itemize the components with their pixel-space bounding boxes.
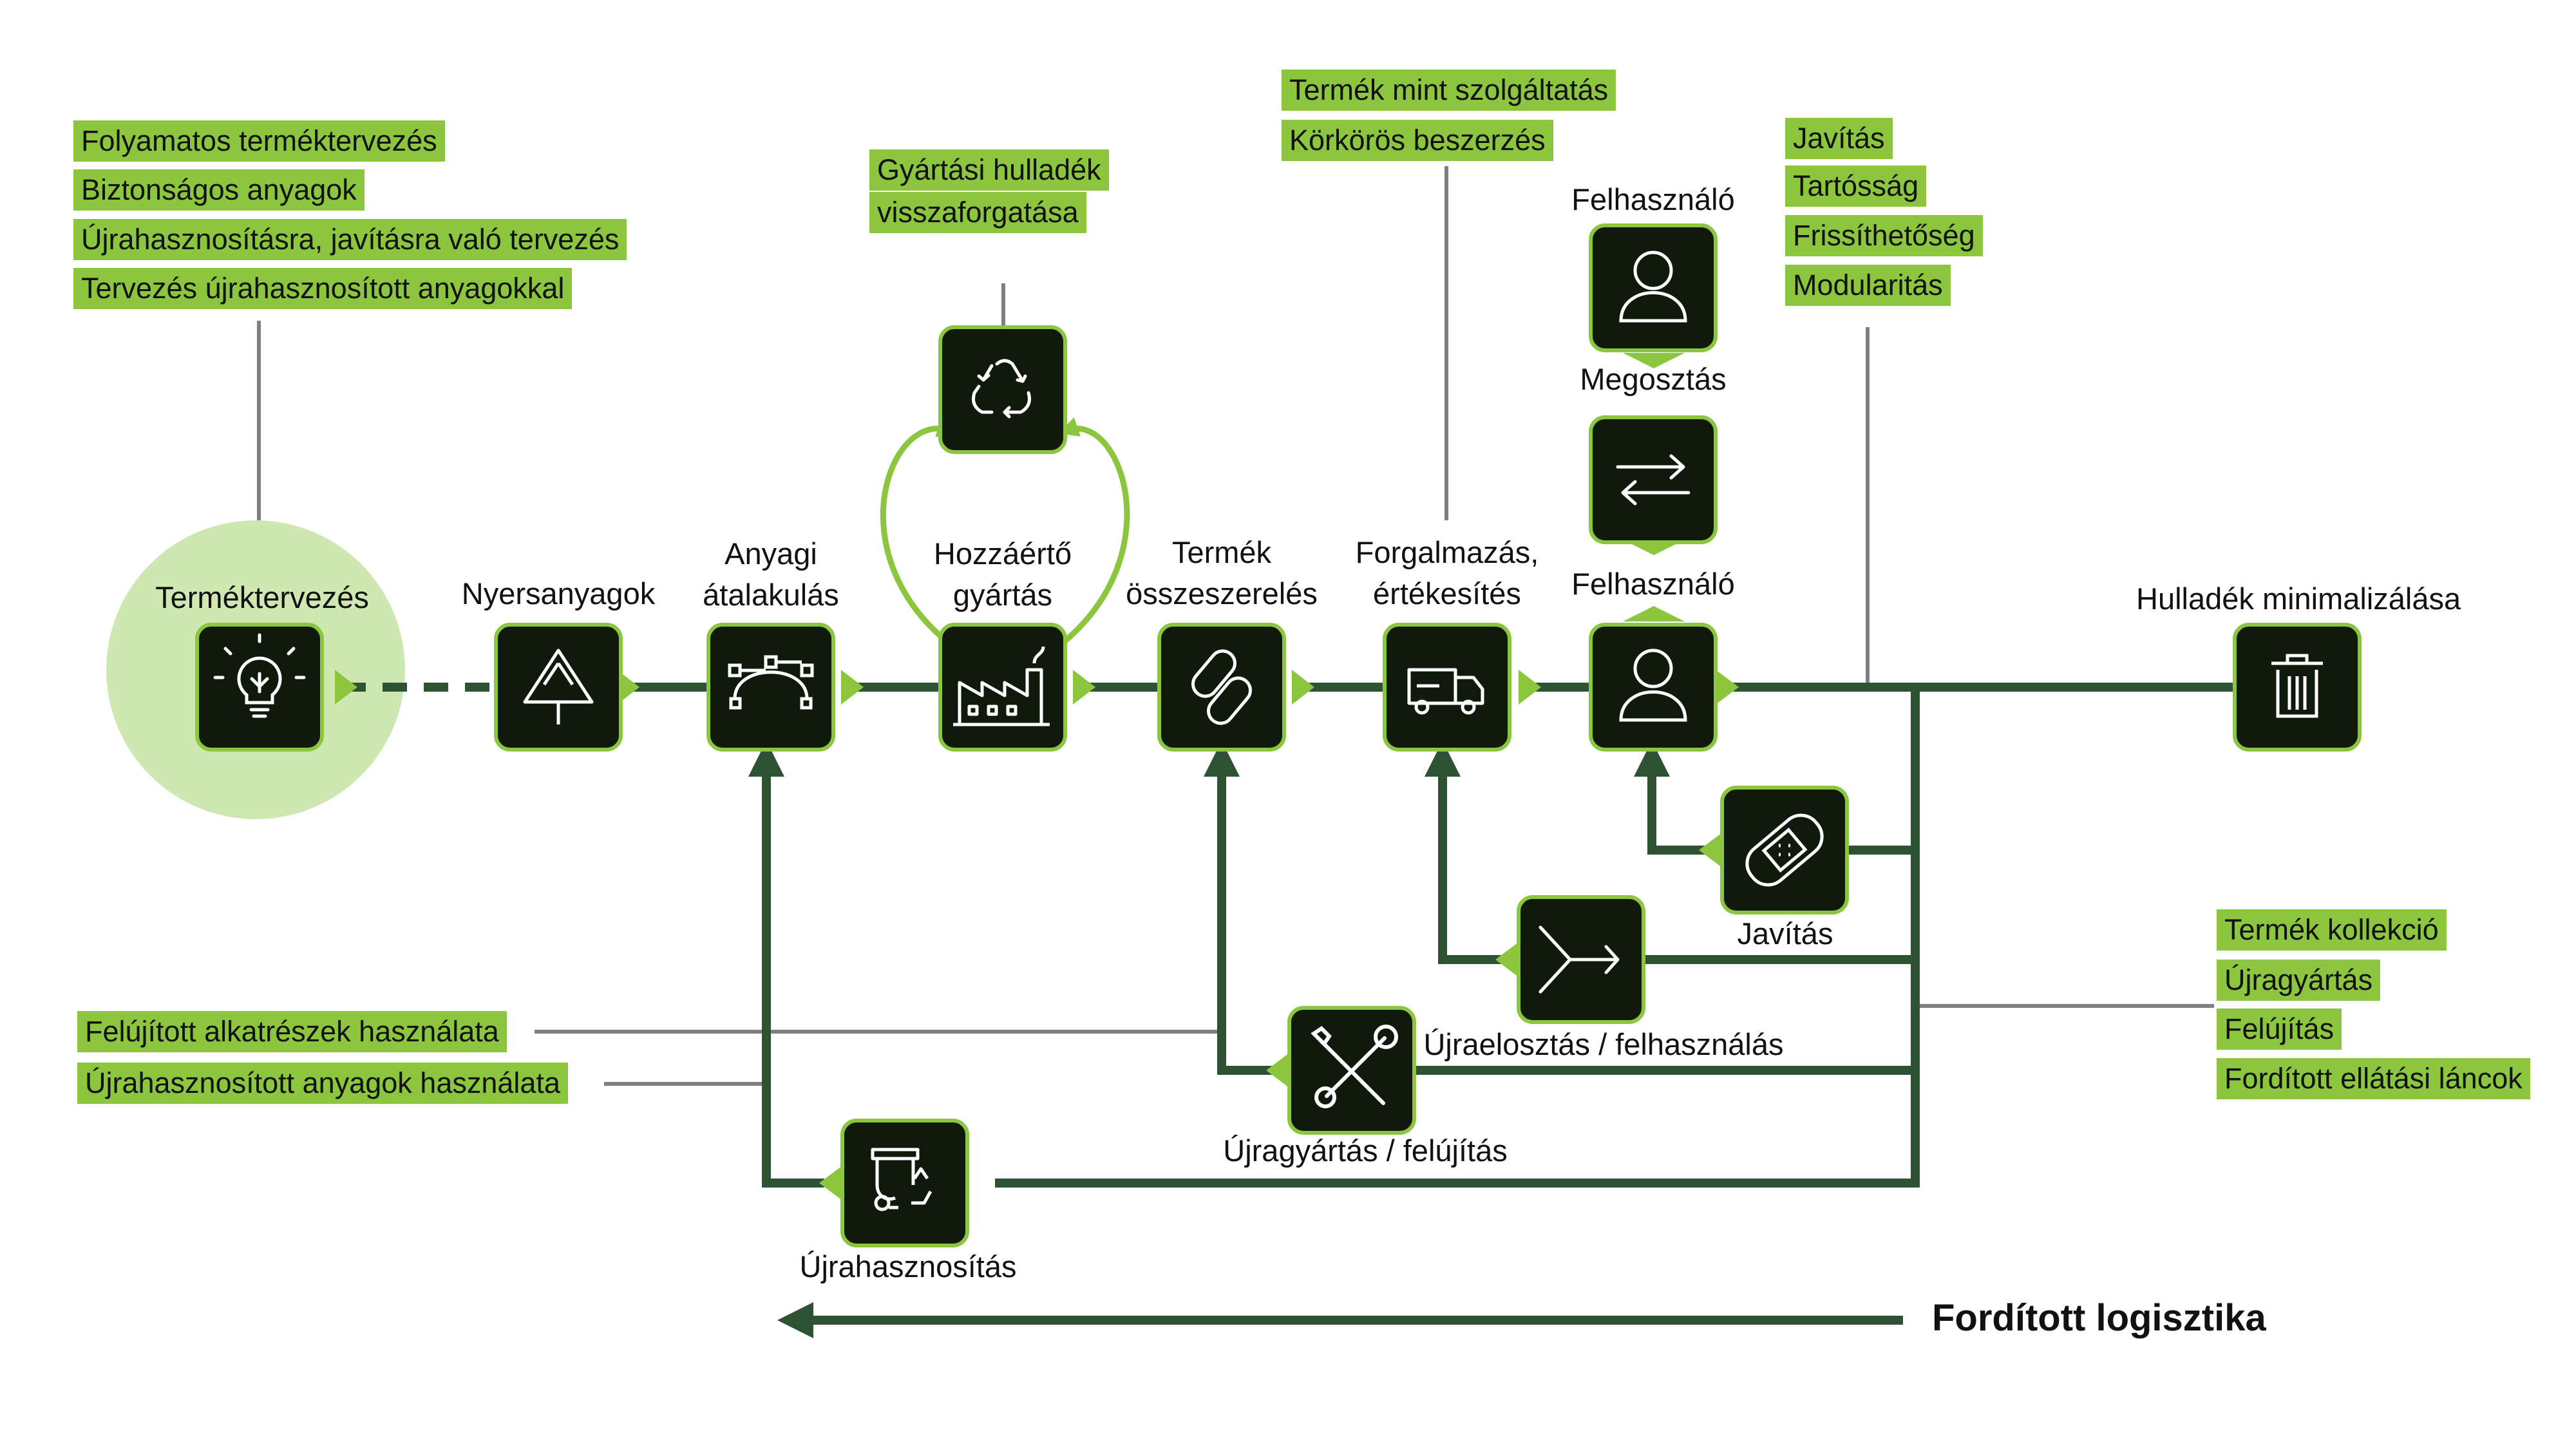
collection-tag: Újragyártás [2217, 960, 2381, 1001]
bandage-icon [1745, 813, 1824, 887]
node-repair [1699, 786, 1849, 914]
redistribution-label: Újraelosztás / felhasználás [1423, 1027, 1784, 1061]
material-label-line2: átalakulás [703, 578, 839, 612]
service-tag: Termék mint szolgáltatás [1282, 70, 1616, 111]
node-design [195, 623, 357, 752]
user-icon [1619, 251, 1687, 323]
node-assembly [1157, 623, 1314, 752]
bezier-icon [728, 655, 814, 710]
assembly-label-line2: összeszerelés [1126, 576, 1318, 611]
collection-tag: Felújítás [2217, 1009, 2342, 1050]
user-main-label: Felhasználó [1571, 567, 1735, 601]
user-icon [1619, 649, 1687, 722]
recycling-bin-icon [871, 1148, 933, 1211]
chain-link-icon [1191, 649, 1252, 725]
trash-can-icon [2271, 654, 2323, 718]
distribution-label-line1: Forgalmazás, [1355, 535, 1539, 569]
wrench-screwdriver-icon [1311, 1025, 1398, 1108]
node-recycle-waste [938, 325, 1067, 454]
lightbulb-icon [213, 633, 306, 718]
repair-tag: Tartósság [1785, 166, 1927, 207]
recycling-label: Újrahasznosítás [799, 1249, 1017, 1283]
parts-tag: Felújított alkatrészek használata [77, 1011, 507, 1052]
sharing-label: Megosztás [1580, 362, 1727, 396]
design-tag: Tervezés újrahasznosított anyagokkal [73, 268, 573, 309]
repair-tag: Javítás [1785, 118, 1893, 159]
recycle-loop [880, 417, 1130, 647]
node-remanufacturing [1266, 1006, 1416, 1135]
node-manufacturing [938, 623, 1095, 752]
service-tag: Körkörös beszerzés [1282, 120, 1553, 161]
design-tag: Biztonságos anyagok [73, 169, 365, 211]
collection-tag: Termék kollekció [2217, 909, 2447, 951]
truck-icon [1407, 668, 1484, 715]
trees-icon [523, 649, 594, 724]
repair-tag: Frissíthetőség [1785, 215, 1983, 256]
recycle-icon [972, 359, 1031, 419]
node-recycling [819, 1119, 969, 1247]
manufacturing-label-line1: Hozzáértő [933, 536, 1072, 571]
node-sharing [1589, 415, 1718, 555]
exchange-arrows-icon [1616, 454, 1690, 506]
repair-label: Javítás [1737, 916, 1833, 951]
remanufacturing-label: Újragyártás / felújítás [1223, 1133, 1508, 1168]
node-waste-min [2233, 623, 2362, 752]
node-raw [494, 623, 639, 752]
material-label-line1: Anyagi [724, 536, 817, 571]
assembly-label-line1: Termék [1171, 535, 1272, 569]
node-user-main [1589, 606, 1739, 752]
design-tag: Újrahasznosításra, javításra való tervez… [73, 219, 627, 260]
factory-icon [953, 646, 1050, 726]
redistribute-arrow-icon [1539, 925, 1620, 994]
main-flow [341, 683, 2235, 1338]
raw-materials-label: Nyersanyagok [461, 576, 656, 611]
waste-tag: visszaforgatása [869, 192, 1086, 233]
parts-tag: Újrahasznosított anyagok használata [77, 1063, 568, 1104]
collection-tag: Fordított ellátási láncok [2217, 1058, 2530, 1099]
waste-tag: Gyártási hulladék [869, 149, 1109, 191]
design-tag: Folyamatos terméktervezés [73, 120, 445, 162]
manufacturing-label-line2: gyártás [952, 578, 1053, 612]
node-distribution [1383, 623, 1541, 752]
waste-minimization-label: Hulladék minimalizálása [2136, 582, 2461, 616]
distribution-label-line2: értékesítés [1373, 576, 1521, 611]
design-label: Terméktervezés [155, 580, 369, 614]
node-redistribution [1495, 895, 1645, 1024]
reverse-logistics-title: Fordított logisztika [1932, 1297, 2266, 1339]
connector-lines [257, 166, 2214, 1086]
repair-tag: Modularitás [1785, 265, 1951, 306]
node-material [706, 623, 864, 752]
user-top-label: Felhasználó [1571, 182, 1735, 216]
node-user-top [1589, 223, 1718, 368]
